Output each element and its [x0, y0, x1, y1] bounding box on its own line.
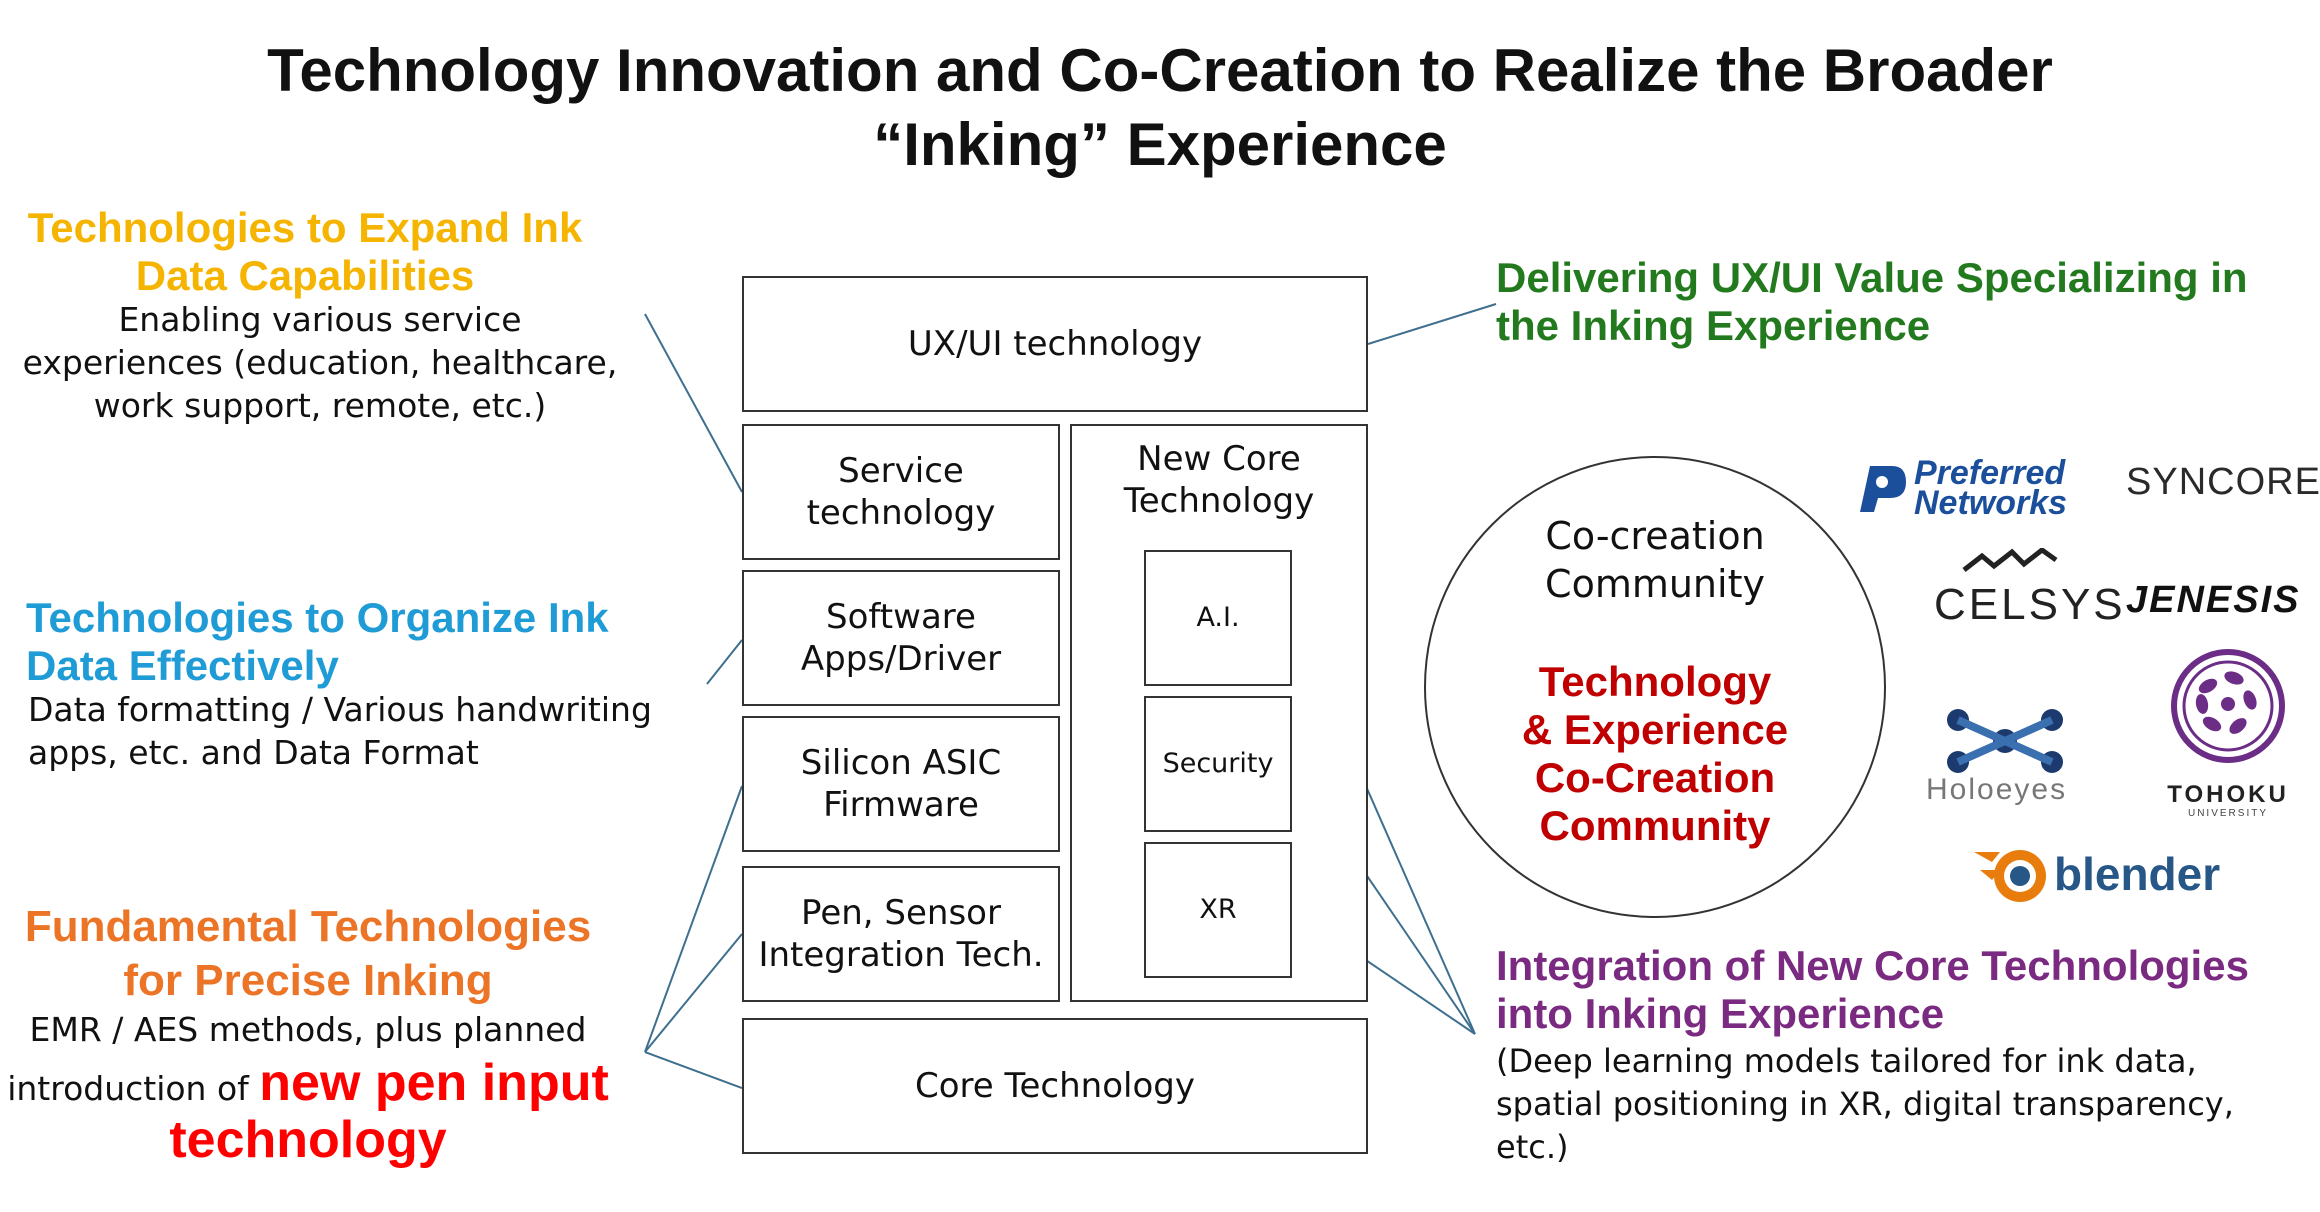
fundamental-heading: Fundamental Technologies for Precise Ink… — [0, 900, 616, 1008]
ux-ui-technology-label: UX/UI technology — [907, 324, 1203, 364]
celsys-logo-mark — [1962, 548, 2058, 572]
organize-desc-line-2: apps, etc. and Data Format — [28, 733, 479, 772]
organize-heading-line-1: Technologies to Organize Ink — [26, 594, 609, 641]
organize-description: Data formatting / Various handwriting ap… — [28, 688, 652, 774]
title-line-2: “Inking” Experience — [873, 111, 1447, 178]
new-pen-input-highlight: new pen input — [259, 1054, 609, 1112]
blender-logo: blender — [2054, 848, 2221, 900]
integration-desc-line-3: etc.) — [1496, 1128, 1569, 1166]
connector-ux-delivering — [1367, 303, 1497, 345]
service-technology-box: Service technology — [742, 424, 1060, 560]
tohoku-university-subtext: UNIVERSITY — [2187, 808, 2268, 819]
community-label-line-1: Co-creation — [1545, 514, 1765, 558]
fundamental-desc-line-2: introduction of new pen input — [0, 1052, 616, 1120]
integration-description: (Deep learning models tailored for ink d… — [1496, 1040, 2234, 1169]
silicon-asic-firmware-box: Silicon ASIC Firmware — [742, 716, 1060, 852]
ux-ui-technology-box: UX/UI technology — [742, 276, 1368, 412]
software-line-2: Apps/Driver — [800, 639, 1002, 679]
connector-organize-software — [706, 639, 743, 685]
service-technology-line-2: technology — [806, 493, 996, 533]
preferred-networks-logo: Preferred Networks — [1914, 454, 2068, 522]
new-core-line-2: Technology — [1123, 481, 1315, 521]
celsys-logo: CELSYS — [1934, 580, 2126, 629]
tohoku-university-logo-mark — [2171, 649, 2285, 763]
new-core-line-1: New Core — [1137, 439, 1301, 479]
connector-fundamental-core — [644, 1051, 743, 1089]
community-emph-line-3: Co-Creation — [1534, 754, 1776, 801]
community-emphasis: Technology & Experience Co-Creation Comm… — [1424, 658, 1886, 850]
silicon-line-1: Silicon ASIC — [800, 743, 1002, 783]
integration-heading: Integration of New Core Technologies int… — [1496, 942, 2249, 1038]
ai-label: A.I. — [1196, 602, 1240, 633]
community-emph-line-4: Community — [1539, 802, 1771, 849]
expand-desc-line-3: work support, remote, etc.) — [93, 386, 547, 425]
xr-label: XR — [1199, 894, 1237, 925]
jenesis-logo: JENESIS — [2126, 579, 2301, 621]
expand-description: Enabling various service experiences (ed… — [0, 298, 640, 427]
fundamental-heading-line-2: for Precise Inking — [123, 956, 493, 1005]
expand-desc-line-1: Enabling various service — [118, 300, 522, 339]
ai-box: A.I. — [1144, 550, 1292, 686]
preferred-line-2: Networks — [1914, 484, 2068, 522]
xr-box: XR — [1144, 842, 1292, 978]
community-emph-line-1: Technology — [1538, 658, 1772, 705]
delivering-line-2: the Inking Experience — [1496, 302, 1931, 349]
title-line-1: Technology Innovation and Co-Creation to… — [267, 37, 2053, 104]
expand-heading-line-1: Technologies to Expand Ink — [27, 204, 583, 251]
software-apps-driver-box: Software Apps/Driver — [742, 570, 1060, 706]
blender-logo-mark — [1974, 850, 2046, 902]
integration-desc-line-1: (Deep learning models tailored for ink d… — [1496, 1042, 2197, 1080]
community-emph-line-2: & Experience — [1521, 706, 1789, 753]
integration-desc-line-2: spatial positioning in XR, digital trans… — [1496, 1085, 2234, 1123]
fundamental-heading-line-1: Fundamental Technologies — [24, 902, 592, 951]
page-title: Technology Innovation and Co-Creation to… — [0, 34, 2320, 182]
community-label: Co-creation Community — [1424, 512, 1886, 608]
holoeyes-logo-mark — [1947, 709, 2063, 773]
expand-desc-line-2: experiences (education, healthcare, — [22, 343, 618, 382]
silicon-line-2: Firmware — [823, 785, 979, 825]
connector-fundamental-pen — [644, 933, 743, 1053]
preferred-networks-logo-mark — [1860, 466, 1906, 512]
core-technology-box: Core Technology — [742, 1018, 1368, 1154]
pen-sensor-line-2: Integration Tech. — [758, 935, 1044, 975]
technology-highlight: technology — [169, 1111, 447, 1169]
community-circle — [1424, 456, 1886, 918]
organize-heading-line-2: Data Effectively — [26, 642, 339, 689]
fundamental-desc-line-1: EMR / AES methods, plus planned — [29, 1010, 587, 1049]
connector-expand-service — [644, 313, 743, 493]
integration-heading-line-1: Integration of New Core Technologies — [1496, 942, 2249, 989]
community-label-line-2: Community — [1545, 562, 1765, 606]
core-technology-label: Core Technology — [915, 1066, 1195, 1106]
security-label: Security — [1162, 748, 1274, 779]
service-technology-line-1: Service — [838, 451, 964, 491]
security-box: Security — [1144, 696, 1292, 832]
expand-heading: Technologies to Expand Ink Data Capabili… — [0, 204, 610, 300]
fundamental-desc-prefix: introduction of — [7, 1069, 260, 1108]
pen-sensor-integration-box: Pen, Sensor Integration Tech. — [742, 866, 1060, 1002]
connector-fundamental-silicon — [644, 785, 743, 1053]
holoeyes-logo: Holoeyes — [1926, 773, 2068, 806]
organize-heading: Technologies to Organize Ink Data Effect… — [26, 594, 609, 690]
organize-desc-line-1: Data formatting / Various handwriting — [28, 690, 652, 729]
syncore-logo: SYNCORE. — [2126, 461, 2320, 503]
delivering-line-1: Delivering UX/UI Value Specializing in — [1496, 254, 2248, 301]
expand-heading-line-2: Data Capabilities — [135, 252, 475, 299]
preferred-line-1: Preferred — [1914, 454, 2066, 492]
delivering-heading: Delivering UX/UI Value Specializing in t… — [1496, 254, 2248, 350]
pen-sensor-line-1: Pen, Sensor — [801, 893, 1001, 933]
integration-heading-line-2: into Inking Experience — [1496, 990, 1945, 1037]
software-line-1: Software — [826, 597, 976, 637]
tohoku-logo: TOHOKU — [2167, 781, 2289, 808]
